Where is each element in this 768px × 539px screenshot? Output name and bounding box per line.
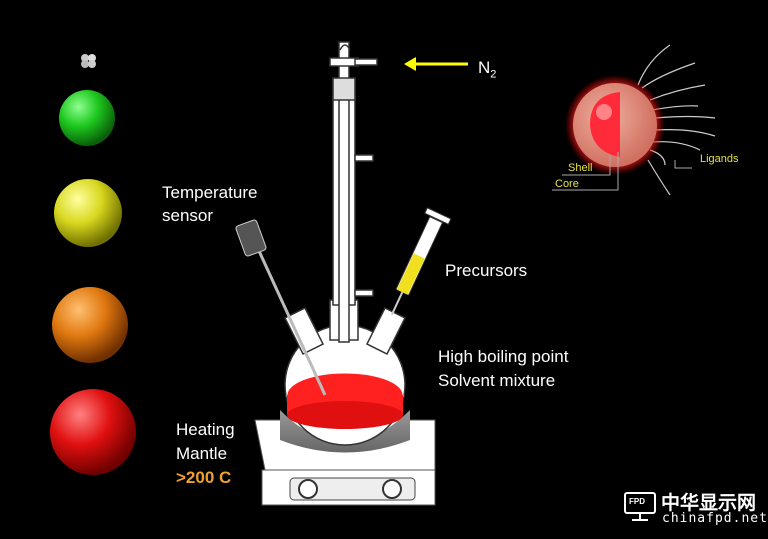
watermark-badge: FPD [629, 497, 645, 506]
n2-subscript: 2 [490, 68, 497, 81]
watermark-url: chinafpd.net [662, 511, 768, 526]
sphere-red [50, 389, 136, 475]
solvent-label-line2: Solvent mixture [438, 371, 556, 390]
n2-text: N [478, 58, 491, 77]
temperature-sensor-head [235, 219, 267, 257]
temperature-value: >200 C [176, 468, 232, 487]
watermark-name: 中华显示网 [661, 492, 757, 514]
heating-label: Heating [176, 420, 235, 439]
sensor-label: sensor [162, 206, 214, 225]
sphere-gray-cluster [81, 54, 96, 68]
condenser [329, 41, 378, 343]
watermark-logo [624, 492, 656, 521]
solvent-label-line1: High boiling point [438, 347, 569, 366]
n2-arrow [404, 57, 468, 71]
n2-label: N2 [478, 56, 496, 86]
precursor-syringe [390, 207, 452, 316]
sphere-yellow [54, 179, 122, 247]
temperature-label: Temperature [162, 183, 258, 202]
shell-label: Shell [568, 162, 593, 174]
temperature-probe [252, 239, 327, 396]
sphere-orange [52, 287, 128, 363]
precursors-label: Precursors [445, 261, 528, 280]
mantle-label: Mantle [176, 444, 228, 463]
sphere-green [59, 90, 115, 146]
nanoparticle-illustration [552, 44, 716, 196]
heating-mantle [280, 410, 410, 453]
ligands-label: Ligands [700, 153, 739, 165]
core-label: Core [555, 178, 579, 190]
